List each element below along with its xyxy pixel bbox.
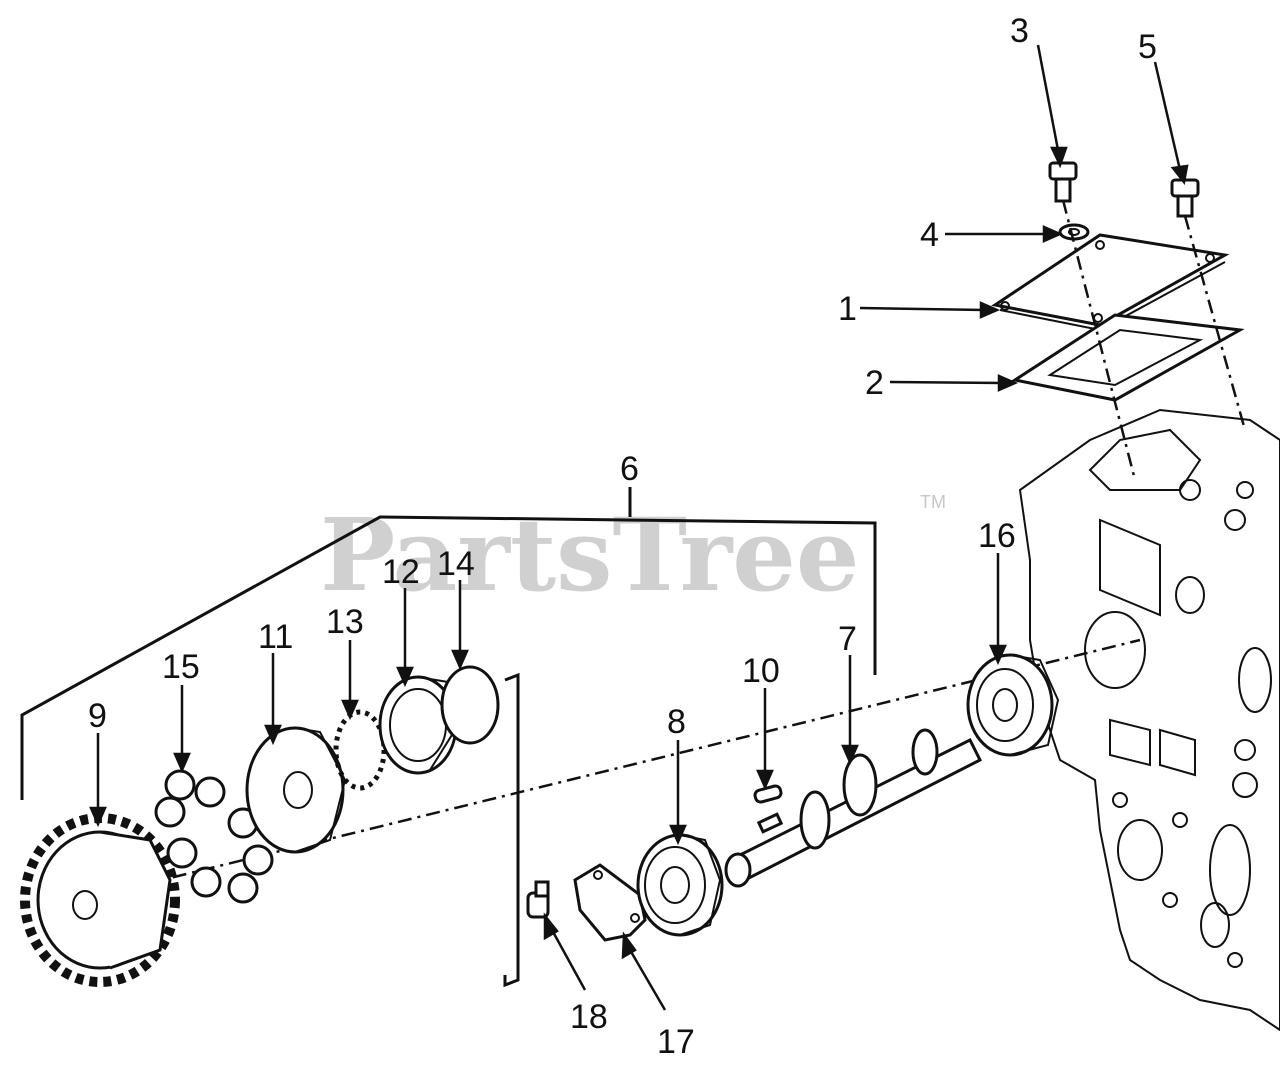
callout-13: 13 — [326, 603, 364, 641]
callout-4: 4 — [920, 216, 939, 254]
callout-labels: 3 5 4 1 2 6 16 12 14 13 11 7 10 15 9 8 1… — [88, 12, 1157, 1061]
callout-5: 5 — [1138, 28, 1157, 66]
watermark: PartsTree TM — [320, 492, 946, 614]
callout-7: 7 — [838, 620, 857, 658]
washer-4 — [1058, 223, 1090, 241]
axis-line-5 — [1183, 215, 1247, 431]
bearing-8 — [636, 833, 724, 937]
key-10 — [753, 784, 783, 804]
axis-line-3 — [1061, 199, 1137, 481]
inner-bracket — [503, 672, 520, 988]
callout-1: 1 — [838, 290, 857, 328]
shaft-axis-line — [59, 638, 1141, 907]
callout-14: 14 — [437, 545, 475, 583]
callout-12: 12 — [382, 553, 420, 591]
bearing-retainer-17 — [573, 863, 647, 942]
callout-15: 15 — [162, 648, 200, 686]
engine-block — [1018, 408, 1280, 1032]
callout-18: 18 — [570, 998, 608, 1036]
callout-17: 17 — [657, 1023, 695, 1061]
bearing-16 — [966, 653, 1060, 757]
o-ring-14 — [440, 665, 500, 745]
thrust-plate-11 — [245, 726, 347, 854]
watermark-trademark: TM — [920, 492, 946, 512]
bolt-18 — [526, 880, 550, 919]
gasket — [1011, 313, 1245, 402]
callout-9: 9 — [88, 697, 107, 735]
callout-8: 8 — [667, 703, 686, 741]
leader-arrows — [89, 44, 1189, 1011]
balls-15 — [154, 769, 274, 904]
callout-6: 6 — [620, 450, 639, 488]
assembly-bracket-6 — [20, 487, 877, 800]
cover-plate — [991, 233, 1230, 332]
callout-10: 10 — [742, 652, 780, 690]
gear-9 — [20, 813, 180, 987]
callout-11: 11 — [258, 618, 293, 656]
callout-16: 16 — [978, 517, 1016, 555]
bolt-3 — [1048, 161, 1078, 203]
callout-2: 2 — [865, 364, 884, 402]
bolt-5 — [1170, 178, 1200, 218]
callout-3: 3 — [1010, 12, 1029, 50]
camshaft-7 — [724, 728, 983, 888]
watermark-text: PartsTree — [320, 496, 860, 614]
